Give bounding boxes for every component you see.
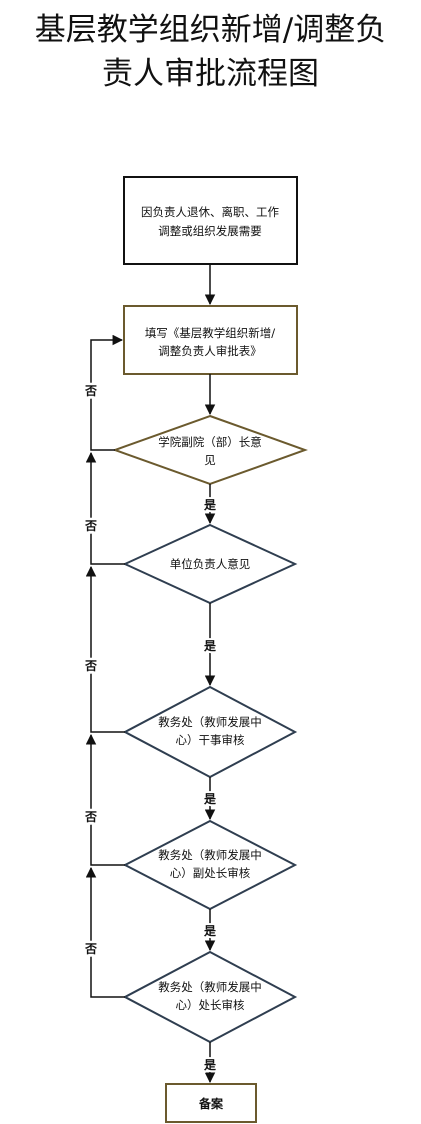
- staff-review-line-2: 心）干事审核: [176, 733, 245, 747]
- yes-label-3: 是: [203, 792, 217, 806]
- yes-label-1: 是: [203, 498, 217, 512]
- start-node-line-2: 调整或组织发展需要: [158, 224, 262, 238]
- no-label-2: 否: [84, 519, 97, 533]
- no-label-5: 否: [84, 942, 97, 956]
- archive-node-label: 备案: [198, 1096, 224, 1111]
- director-review-line-1: 教务处（教师发展中: [158, 980, 262, 994]
- start-node-line-1: 因负责人退休、离职、工作: [141, 205, 279, 219]
- fill-form-line-2: 调整负责人审批表》: [158, 344, 262, 358]
- unit-head-opinion-line-1: 单位负责人意见: [170, 557, 251, 571]
- page-title: 基层教学组织新增/调整负 责人审批流程图: [0, 8, 421, 96]
- start-node: [123, 176, 298, 265]
- no-label-4: 否: [84, 810, 97, 824]
- deputy-review-line-2: 心）副处长审核: [170, 866, 251, 880]
- edge-unit-no: [85, 451, 125, 565]
- deputy-review-node: [122, 819, 298, 911]
- dean-opinion-node: [112, 414, 308, 486]
- edge-dean-no-to-form: [90, 334, 124, 451]
- fill-form-node: [123, 305, 298, 375]
- edge-staff-no: [85, 565, 125, 733]
- fill-form-line-1: 填写《基层教学组织新增/: [145, 326, 275, 340]
- no-label-1: 否: [84, 384, 97, 398]
- no-label-3: 否: [84, 659, 97, 673]
- director-review-line-2: 心）处长审核: [176, 998, 245, 1012]
- dean-opinion-line-1: 学院副院（部）长意: [158, 435, 262, 449]
- title-line-1: 基层教学组织新增/调整负: [34, 12, 387, 48]
- edge-director-no: [85, 866, 125, 998]
- edge-deputy-no: [85, 733, 125, 866]
- yes-label-2: 是: [203, 639, 217, 653]
- title-line-2: 责人审批流程图: [102, 56, 319, 92]
- dean-opinion-line-2: 见: [204, 453, 216, 467]
- yes-label-5: 是: [203, 1058, 217, 1072]
- archive-node: [165, 1083, 257, 1123]
- staff-review-node: [122, 685, 298, 779]
- yes-label-4: 是: [203, 924, 217, 938]
- director-review-node: [122, 950, 298, 1044]
- staff-review-line-1: 教务处（教师发展中: [158, 715, 262, 729]
- deputy-review-line-1: 教务处（教师发展中: [158, 848, 262, 862]
